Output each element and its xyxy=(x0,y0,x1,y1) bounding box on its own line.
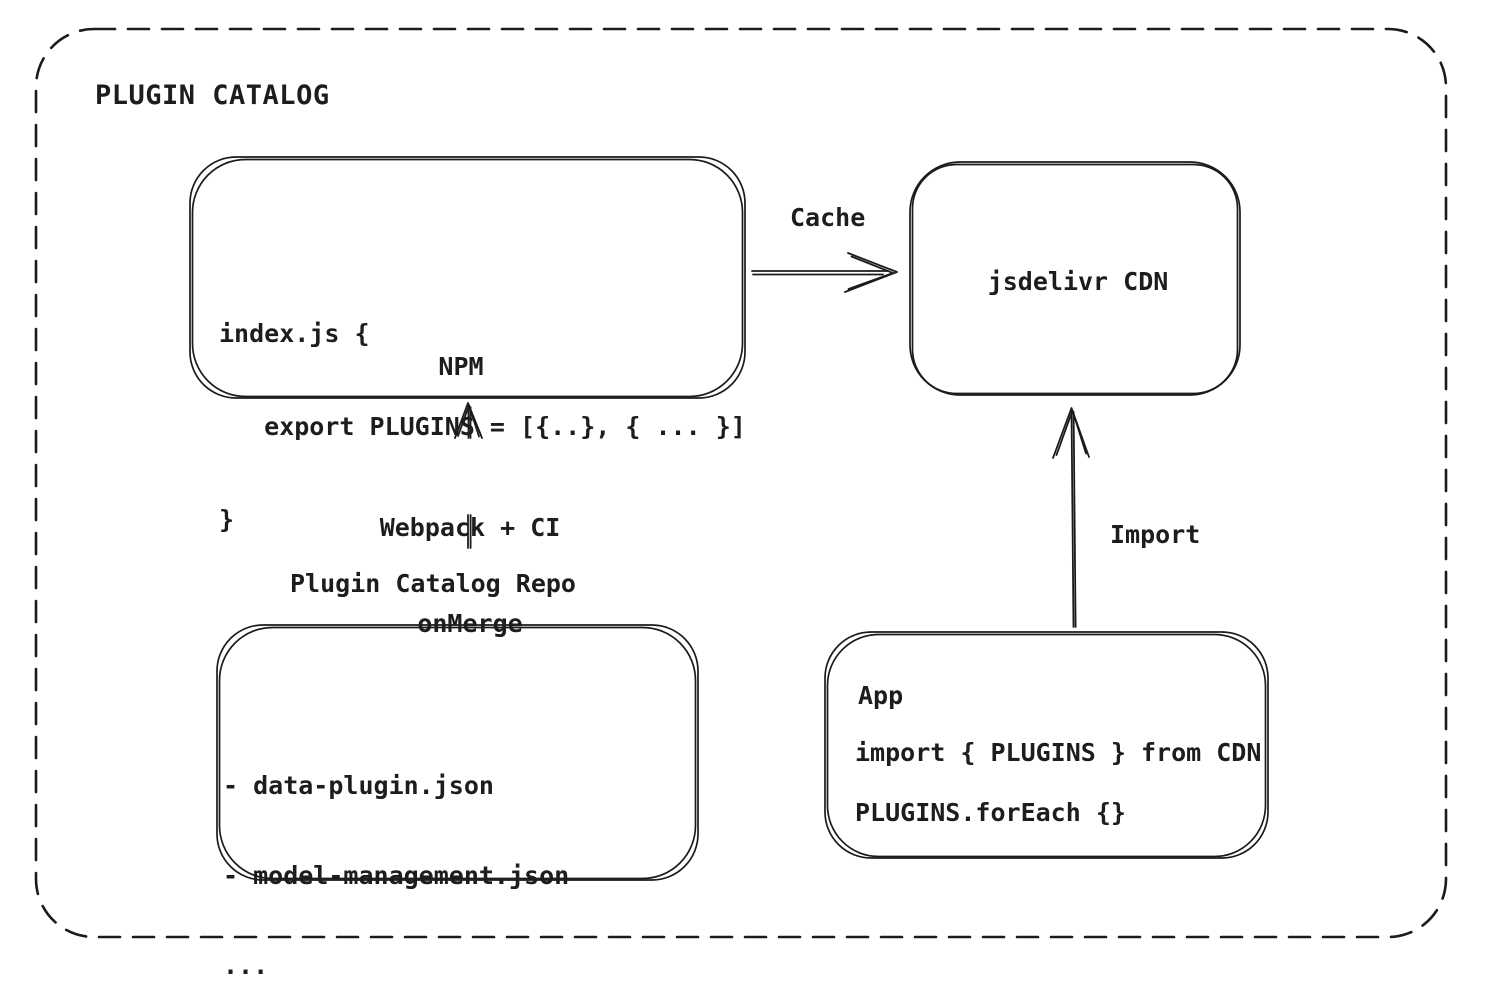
webpack-arrow xyxy=(454,402,483,549)
import-arrow xyxy=(1052,407,1090,628)
repo-box-outline xyxy=(216,624,699,881)
node-npm[interactable]: NPM index.js { export PLUGINS = [{..}, {… xyxy=(190,157,746,534)
app-node-title: App xyxy=(858,681,904,710)
cache-edge-label: Cache xyxy=(790,203,866,232)
repo-node-label: Plugin Catalog Repo xyxy=(290,569,576,598)
webpack-edge-label: Webpack + CI onMerge xyxy=(380,448,561,704)
npm-code-line: export PLUGINS = [{..}, { ... }] xyxy=(219,412,746,441)
npm-code-line: } xyxy=(219,505,235,534)
repo-file-item: - data-plugin.json xyxy=(223,771,494,800)
npm-node-title: NPM xyxy=(438,352,484,381)
cache-arrow xyxy=(751,252,898,293)
diagram-title: PLUGIN CATALOG xyxy=(95,80,330,111)
app-code-line: PLUGINS.forEach {} xyxy=(855,798,1126,827)
npm-code-line: index.js { xyxy=(219,319,370,348)
repo-file-list: - data-plugin.json - model-management.js… xyxy=(223,711,569,1002)
repo-file-item: - model-management.json xyxy=(223,861,570,890)
node-cdn[interactable]: jsdelivr CDN xyxy=(910,162,1240,395)
node-app[interactable]: App import { PLUGINS } from CDN PLUGINS.… xyxy=(825,632,1268,858)
webpack-edge-label-line1: Webpack + CI xyxy=(379,513,561,542)
npm-code-block: index.js { export PLUGINS = [{..}, { ...… xyxy=(219,256,746,597)
npm-box-outline xyxy=(189,156,746,399)
import-edge-label: Import xyxy=(1110,520,1201,549)
catalog-boundary-frame xyxy=(34,27,1448,939)
app-code-line: import { PLUGINS } from CDN xyxy=(855,738,1262,767)
cdn-node-title: jsdelivr CDN xyxy=(987,267,1169,296)
repo-file-item: ... xyxy=(223,951,269,980)
app-box-outline xyxy=(824,631,1269,859)
node-repo[interactable]: - data-plugin.json - model-management.js… xyxy=(217,625,698,980)
cdn-box-outline xyxy=(909,161,1241,396)
webpack-edge-label-line2: onMerge xyxy=(417,609,523,638)
